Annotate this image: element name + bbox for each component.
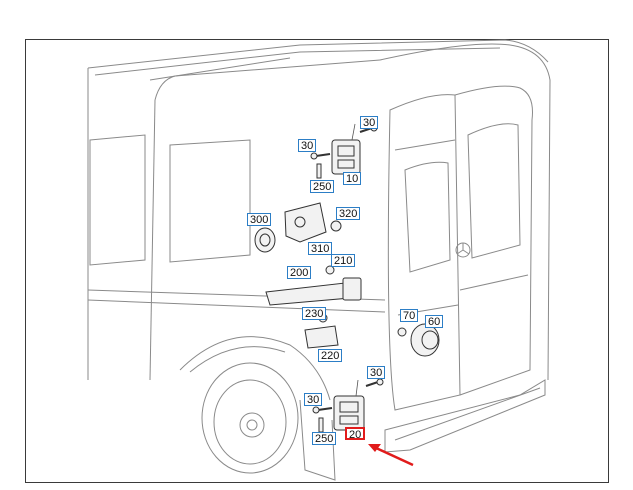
parts bbox=[254, 124, 440, 433]
pin-icon bbox=[318, 417, 324, 433]
diagram-frame bbox=[25, 39, 609, 483]
callout-10[interactable]: 10 bbox=[343, 172, 362, 185]
callout-30-lower-right[interactable]: 30 bbox=[367, 366, 386, 379]
callout-70[interactable]: 70 bbox=[400, 309, 419, 322]
pin-icon bbox=[316, 163, 322, 179]
callout-30-upper-right[interactable]: 30 bbox=[360, 116, 379, 129]
nut-icon bbox=[330, 220, 342, 232]
callout-310[interactable]: 310 bbox=[308, 242, 333, 255]
callout-60[interactable]: 60 bbox=[425, 315, 444, 328]
callout-250-upper[interactable]: 250 bbox=[310, 180, 335, 193]
screw-icon bbox=[317, 407, 333, 411]
callout-210[interactable]: 210 bbox=[331, 254, 356, 267]
screw-icon bbox=[315, 153, 331, 157]
door-check-strap-part bbox=[265, 282, 351, 306]
callout-20-highlighted[interactable]: 20 bbox=[345, 427, 366, 441]
upper-hinge-part bbox=[331, 139, 361, 175]
callout-30-upper-left[interactable]: 30 bbox=[298, 139, 317, 152]
lower-hinge-part bbox=[333, 395, 365, 431]
callout-300[interactable]: 300 bbox=[247, 213, 272, 226]
bracket-lower-part bbox=[304, 325, 339, 349]
cap-icon bbox=[397, 327, 407, 337]
van-outline bbox=[87, 39, 551, 481]
highlight-arrow bbox=[368, 444, 414, 467]
callout-200[interactable]: 200 bbox=[287, 266, 312, 279]
callout-250-lower[interactable]: 250 bbox=[312, 432, 337, 445]
screw-icon bbox=[325, 265, 335, 275]
bracket-part bbox=[284, 202, 327, 243]
callout-230[interactable]: 230 bbox=[302, 307, 327, 320]
screw-icon bbox=[365, 381, 379, 387]
callout-30-lower-left[interactable]: 30 bbox=[304, 393, 323, 406]
callout-320[interactable]: 320 bbox=[336, 207, 361, 220]
callout-220[interactable]: 220 bbox=[318, 349, 343, 362]
